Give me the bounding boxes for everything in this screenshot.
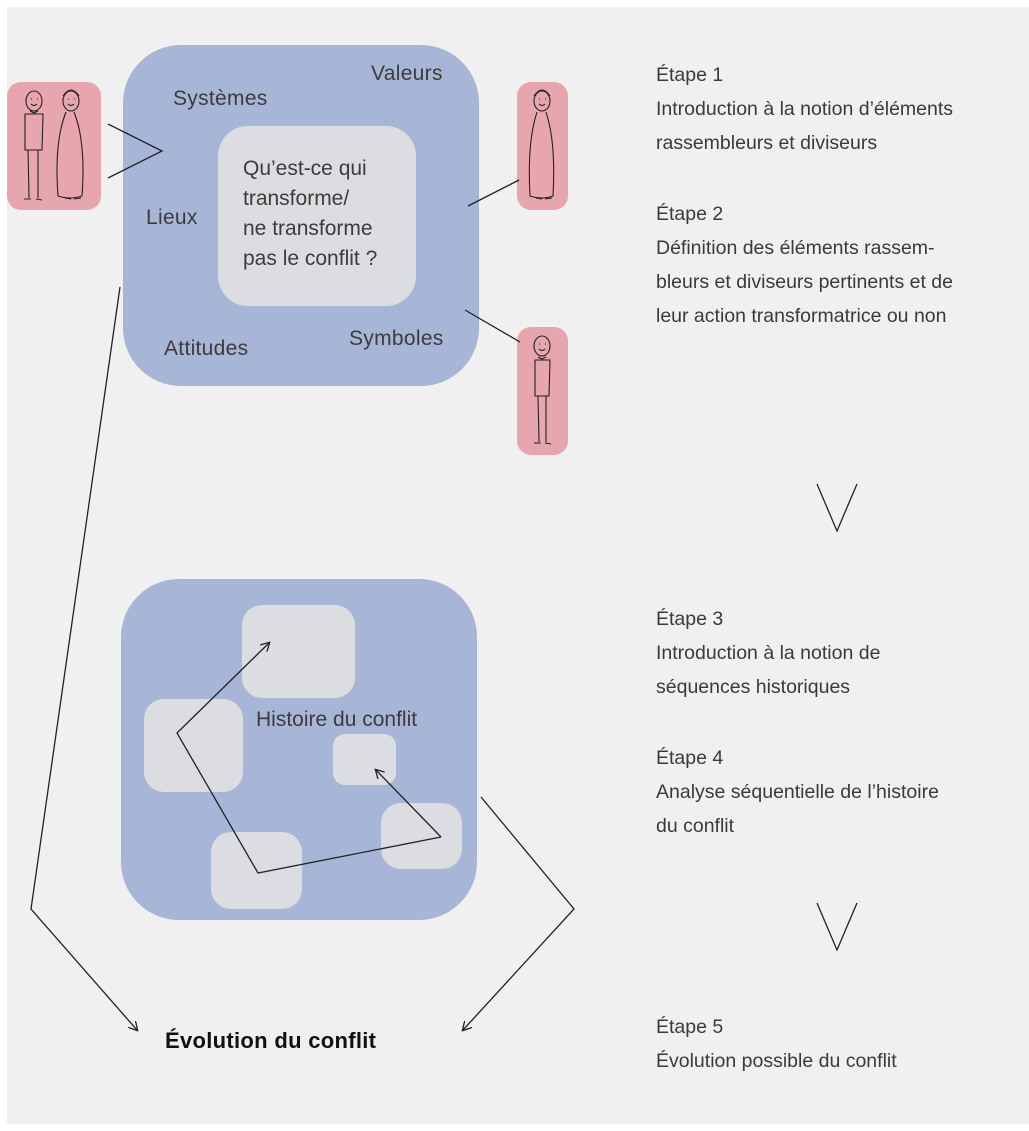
step-title: Étape 1 — [656, 64, 724, 86]
step-description: Analyse séquentielle de l’histoire du co… — [656, 781, 939, 837]
sequence-box-2 — [144, 699, 243, 792]
step-3: Étape 3 Introduction à la notion de séqu… — [656, 602, 880, 704]
result-label: Évolution du conflit — [165, 1028, 377, 1053]
history-path-arrow — [376, 770, 442, 838]
person-icon — [533, 335, 552, 445]
left-arrow — [30, 286, 137, 1030]
step-title: Étape 4 — [656, 747, 724, 769]
person-box-right-top — [517, 82, 568, 210]
step-description: Évolution possible du conflit — [656, 1050, 897, 1072]
figure-connectors — [107, 123, 521, 343]
step-5: Étape 5 Évolution possible du conflit — [656, 1010, 897, 1078]
question-box — [218, 126, 416, 306]
step-title: Étape 5 — [656, 1016, 724, 1038]
question-text: Qu’est-ce qui transforme/ ne transforme … — [243, 157, 378, 270]
chevron-down-icon — [816, 483, 858, 533]
step-1: Étape 1 Introduction à la notion d’éléme… — [656, 58, 953, 160]
person-icon — [528, 89, 555, 200]
sequence-box-4 — [381, 803, 462, 869]
chevron-down-icon — [816, 902, 858, 952]
step-title: Étape 2 — [656, 203, 724, 225]
step-description: Introduction à la notion d’éléments rass… — [656, 98, 954, 154]
history-label: Histoire du conflit — [256, 708, 418, 731]
history-path — [176, 643, 442, 874]
person-box-right-bottom — [517, 327, 568, 455]
step-description: Introduction à la notion de séquences hi… — [656, 642, 881, 698]
step-4: Étape 4 Analyse séquentielle de l’histoi… — [656, 741, 939, 843]
step-title: Étape 3 — [656, 608, 724, 630]
label-lieux: Lieux — [146, 206, 198, 229]
sequence-box-3 — [333, 734, 396, 785]
label-systemes: Systèmes — [173, 87, 268, 110]
label-symboles: Symboles — [349, 327, 444, 350]
label-valeurs: Valeurs — [371, 62, 443, 85]
person-pair-box — [7, 82, 101, 210]
step-2: Étape 2 Définition des éléments rassem- … — [656, 197, 953, 333]
right-arrow — [463, 796, 575, 1030]
step-description: Définition des éléments rassem- bleurs e… — [656, 237, 953, 327]
person-pair-icon — [24, 89, 84, 201]
label-attitudes: Attitudes — [164, 337, 249, 360]
